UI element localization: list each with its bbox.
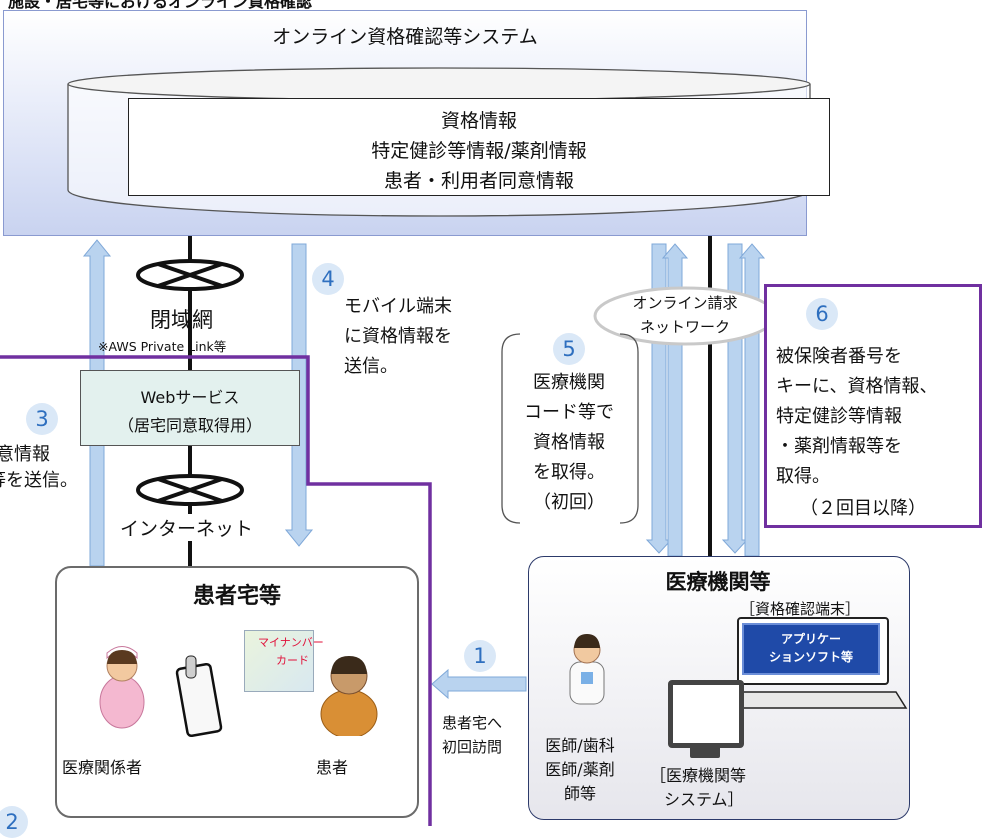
nurse-icon [99,646,145,729]
step-4-line3: 送信。 [344,356,398,377]
step-5-line4: を取得。 [533,462,605,483]
step-5-badge: 5 [553,333,585,365]
step-6-line4: ・薬剤情報等を [776,436,902,457]
info-line-1: 資格情報 [440,110,517,132]
info-line-3: 患者・利用者同意情報 [383,170,574,192]
web-service-box [80,370,300,446]
my-number-card [244,630,314,692]
closed-network-label: 閉域網 [150,308,213,332]
step-4-line2: に資格情報を [344,326,452,347]
closed-network-note: ※AWS Private Link等 [98,339,227,354]
terminal-label: ［資格確認端末］ [740,600,861,618]
step-5-line3: 資格情報 [533,432,605,453]
web-service-line1: Webサービス [140,388,240,407]
step-2-badge: 2 [0,806,28,838]
step-6-line1: 被保険者番号を [776,346,902,367]
step-1-line2: 初回訪問 [442,738,503,756]
internet-label: インターネット [120,514,254,541]
step-6-line2: キーに、資格情報、 [776,376,938,397]
app-line1: アプリケー [780,632,841,646]
step-1-line1: 患者宅へ [442,714,503,732]
step-3-badge: 3 [26,403,58,435]
step-6-badge: 6 [806,298,838,330]
web-service-line2: （居宅同意取得用） [117,416,262,435]
card-label-1: マイナンバー [258,636,324,649]
step-4-badge: 4 [312,263,344,295]
step-3-line2: 等を送信。 [0,470,78,491]
system-monitor-icon [668,680,744,748]
doctor-line2: 医師/薬剤 [545,760,615,779]
staff-label: 医療関係者 [62,758,143,777]
info-line-2: 特定健診等情報/薬剤情報 [371,140,587,162]
system-title: オンライン資格確認等システム [272,26,538,48]
closed-network-icon [136,259,244,291]
step-5-line1: 医療機関 [533,372,605,393]
online-billing-label-2: ネットワーク [639,318,730,336]
arrow-online-up-2 [738,243,766,557]
info-box [128,98,830,196]
online-billing-label-1: オンライン請求 [632,294,738,312]
card-label-2: カード [276,654,309,667]
step-6-line6: （２回目以降） [800,498,926,519]
step-5-line2: コード等で [524,402,614,423]
patient-label: 患者 [316,758,349,777]
bracket-left [501,333,521,524]
step-6-line3: 特定健診等情報 [776,406,902,427]
system-label-2: システム］ [664,790,744,809]
system-label-1: ［医療機関等 [650,766,747,785]
patient-icon [320,656,378,736]
internet-icon [136,474,244,506]
monitor-stand [690,746,720,758]
step-6-line5: 取得。 [776,466,830,487]
doctor-line3: 師等 [563,784,596,803]
step-3-line1: 同意情報 [0,444,50,465]
patient-home-title: 患者宅等 [192,584,281,609]
application-software-box: アプリケー [742,623,880,675]
doctor-icon [569,634,605,705]
step-1-badge: 1 [464,640,496,672]
doctor-line1: 医師/歯科 [545,736,615,755]
top-cut-label: 施設・居宅等におけるオンライン資格確認 [8,0,313,11]
boundary-line [0,355,432,826]
step-5-line5: （初回） [533,492,605,513]
step-4-line1: モバイル端末 [344,296,452,317]
tablet-icon [175,655,223,738]
app-line2: ションソフト等 [768,650,853,664]
step-6-box [764,284,982,528]
arrow-step1-left [431,668,527,700]
bracket-right [619,333,639,524]
medical-institution-title: 医療機関等 [665,570,771,594]
